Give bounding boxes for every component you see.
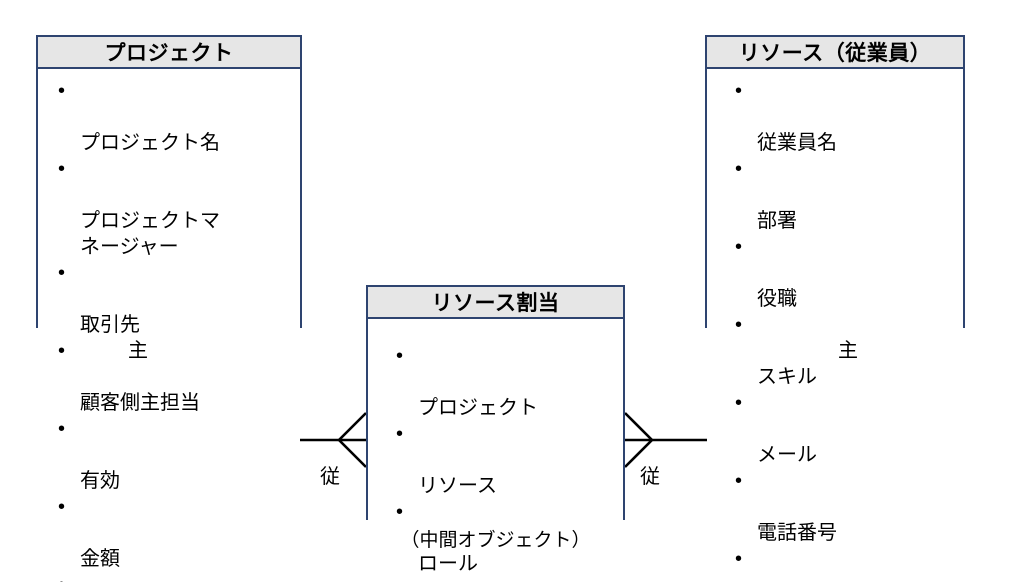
entity-title-assignment: リソース割当 xyxy=(368,287,623,319)
list-item: • プロジェクトマ ネージャー xyxy=(46,156,294,260)
attribute-label: 有効 xyxy=(80,470,120,492)
attribute-label: プロジェクト名 xyxy=(80,132,220,154)
list-item: • 金額 xyxy=(46,494,294,572)
list-item: • 取引先 xyxy=(46,260,294,338)
bullet-icon: • xyxy=(58,340,66,362)
attribute-label: 電話番号 xyxy=(757,522,837,544)
attribute-list: • プロジェクト • リソース • ロール • 作成者 xyxy=(384,343,617,582)
bullet-icon: • xyxy=(58,572,65,582)
attribute-label: プロジェクト xyxy=(418,397,538,419)
attribute-label: リソース xyxy=(418,475,497,497)
cardinality-label-resource-sub: 従 xyxy=(640,466,660,488)
bullet-icon: • xyxy=(735,236,743,258)
list-item: • 所有者 xyxy=(46,572,294,582)
cardinality-label-project-sub: 従 xyxy=(320,466,340,488)
list-item: • ロール xyxy=(384,499,617,577)
entity-title-project: プロジェクト xyxy=(38,37,300,69)
bullet-icon: • xyxy=(735,314,743,336)
attribute-label: スキル xyxy=(757,366,817,388)
list-item: • 電話番号 xyxy=(723,468,957,546)
bullet-icon: • xyxy=(58,418,66,440)
attribute-label: 役職 xyxy=(757,288,797,310)
bullet-icon: • xyxy=(735,158,743,180)
list-item: • スキル xyxy=(723,312,957,390)
attribute-label: プロジェクトマ ネージャー xyxy=(80,210,220,258)
attribute-list: • 従業員名 • 部署 • 役職 • スキル • メール xyxy=(723,78,957,582)
bullet-icon: • xyxy=(735,470,743,492)
bullet-icon: • xyxy=(396,423,404,445)
bullet-icon: • xyxy=(58,80,66,102)
bullet-icon: • xyxy=(396,577,403,582)
cardinality-label-project-main: 主 xyxy=(128,340,148,362)
list-item: • 部署 xyxy=(723,156,957,234)
attribute-label: 金額 xyxy=(80,548,120,570)
list-item: • プロジェクト xyxy=(384,343,617,421)
bullet-icon: • xyxy=(58,158,66,180)
entity-attributes-resource: • 従業員名 • 部署 • 役職 • スキル • メール xyxy=(707,69,963,582)
list-item: • リソース xyxy=(384,421,617,499)
attribute-label: 部署 xyxy=(757,210,797,232)
bullet-icon: • xyxy=(58,262,66,284)
list-item: • 顧客側主担当 xyxy=(46,338,294,416)
bullet-icon: • xyxy=(396,501,404,523)
junction-object-caption: （中間オブジェクト） xyxy=(400,530,591,551)
entity-title-resource: リソース（従業員） xyxy=(707,37,963,69)
list-item: • 作成者 xyxy=(384,577,617,582)
entity-box-resource[interactable]: リソース（従業員） • 従業員名 • 部署 • 役職 • スキル xyxy=(705,35,965,582)
bullet-icon: • xyxy=(58,496,66,518)
entity-attributes-assignment: • プロジェクト • リソース • ロール • 作成者 xyxy=(368,319,623,582)
list-item: • プロジェクト名 xyxy=(46,78,294,156)
cardinality-label-resource-main: 主 xyxy=(838,340,858,362)
bullet-icon: • xyxy=(735,80,743,102)
entity-attributes-project: • プロジェクト名 • プロジェクトマ ネージャー • 取引先 • 顧客側主担当… xyxy=(38,69,300,582)
attribute-label: メール xyxy=(757,444,817,466)
list-item: • メール xyxy=(723,390,957,468)
bullet-icon: • xyxy=(396,345,404,367)
list-item: • 所有者 xyxy=(723,546,957,582)
entity-box-assignment[interactable]: リソース割当 • プロジェクト • リソース • ロール • 作成者 xyxy=(366,285,625,582)
attribute-label: 取引先 xyxy=(80,314,140,336)
attribute-label: 顧客側主担当 xyxy=(80,392,200,414)
list-item: • 役職 xyxy=(723,234,957,312)
attribute-label: ロール xyxy=(418,553,478,575)
list-item: • 有効 xyxy=(46,416,294,494)
bullet-icon: • xyxy=(735,548,743,570)
attribute-label: 従業員名 xyxy=(757,132,837,154)
list-item: • 従業員名 xyxy=(723,78,957,156)
bullet-icon: • xyxy=(735,392,743,414)
entity-box-project[interactable]: プロジェクト • プロジェクト名 • プロジェクトマ ネージャー • 取引先 •… xyxy=(36,35,302,582)
attribute-list: • プロジェクト名 • プロジェクトマ ネージャー • 取引先 • 顧客側主担当… xyxy=(46,78,294,582)
